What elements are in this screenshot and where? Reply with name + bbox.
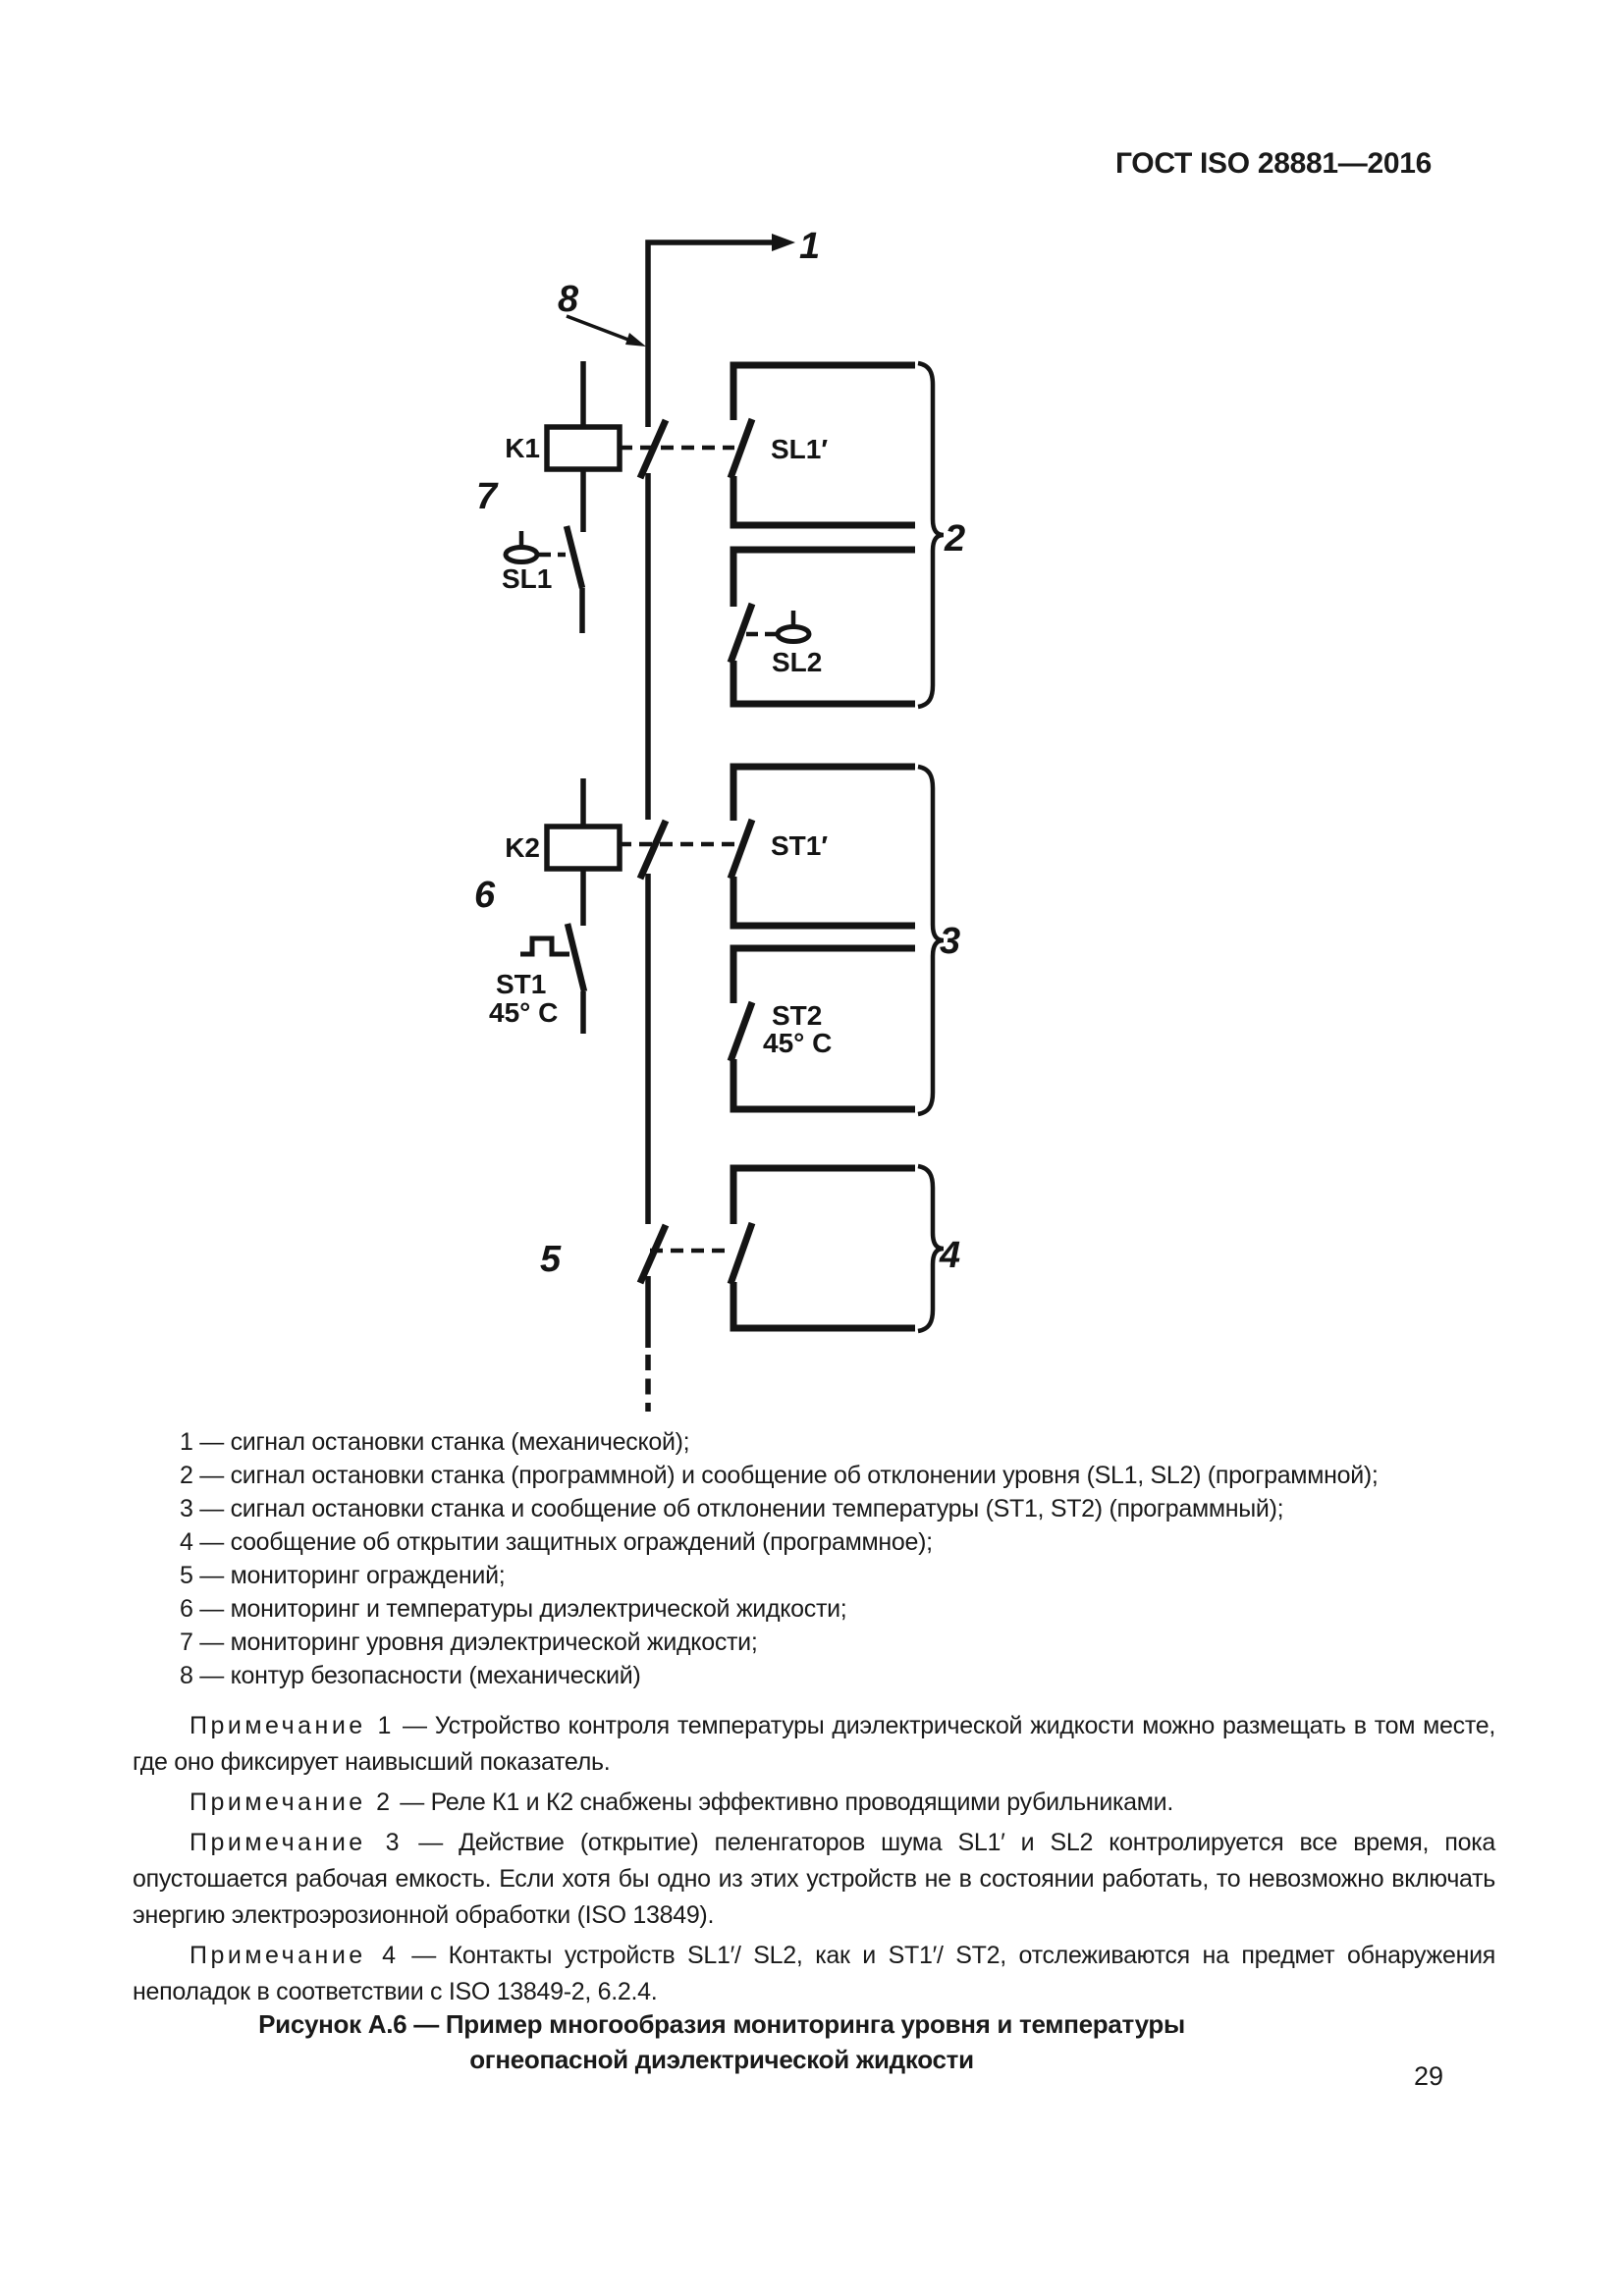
callout-5: 5	[540, 1239, 562, 1280]
note-1-text: — Устройство контроля температуры диэлек…	[133, 1712, 1495, 1776]
st1p-box-top	[730, 763, 915, 821]
sl1-float-icon	[503, 545, 540, 564]
note-2-label: Примечание 2	[189, 1789, 394, 1816]
legend-item-5: 5 — мониторинг ограждений;	[180, 1562, 506, 1589]
figure-caption-line1: Рисунок А.6 — Пример многообразия монито…	[258, 2009, 1185, 2039]
legend-item-8: 8 — контур безопасности (механический)	[180, 1662, 641, 1689]
k2-contact-icon	[636, 819, 670, 881]
legend-item-3: 3 — сигнал остановки станка и сообщение …	[180, 1495, 1284, 1522]
brace-3-icon	[917, 764, 945, 1117]
legend-item-6: 6 — мониторинг и температуры диэлектриче…	[180, 1595, 847, 1623]
guard-contact-icon	[636, 1223, 670, 1285]
relay-k2-label: K2	[505, 832, 540, 863]
legend-item-7: 7 — мониторинг уровня диэлектрической жи…	[180, 1629, 758, 1656]
k1-coil-box	[544, 424, 623, 472]
sl1p-box-bottom	[730, 476, 915, 529]
st1p-contact-icon	[727, 818, 756, 881]
k2-coil-box	[544, 824, 623, 872]
note-1: Примечание 1 — Устройство контроля темпе…	[133, 1708, 1495, 1781]
st2-label: ST2	[772, 1000, 822, 1031]
sl2-contact-icon	[727, 602, 756, 665]
legend-item-4: 4 — сообщение об открытии защитных ограж…	[180, 1528, 933, 1556]
st1p-box-bottom	[730, 877, 915, 930]
callout-8: 8	[558, 279, 579, 320]
braces	[917, 360, 945, 1334]
sl1-contact-label: SL1′	[771, 434, 828, 464]
brace-2-icon	[917, 360, 945, 710]
callout-2: 2	[944, 518, 965, 560]
note-4-label: Примечание 4	[189, 1942, 400, 1969]
figure-caption: Рисунок А.6 — Пример многообразия монито…	[133, 2006, 1311, 2077]
legend-item-1: 1 — сигнал остановки станка (механическо…	[180, 1428, 690, 1456]
brace-4-icon	[917, 1163, 945, 1334]
st2-contact-icon	[727, 1000, 756, 1063]
legend-item-2: 2 — сигнал остановки станка (программной…	[180, 1462, 1379, 1489]
st1-contact-label: ST1′	[771, 830, 828, 861]
figure-caption-line2: огнеопасной диэлектрической жидкости	[469, 2045, 974, 2074]
arrowhead-icon	[625, 333, 646, 347]
st1-temp-label: 45° C	[489, 997, 558, 1028]
note-3-label: Примечание 3	[189, 1829, 404, 1856]
sl2-label: SL2	[772, 647, 822, 677]
callout-6: 6	[474, 875, 496, 916]
note-3: Примечание 3 — Действие (открытие) пелен…	[133, 1825, 1495, 1934]
sl1p-box-top	[730, 361, 915, 420]
note-2: Примечание 2 — Реле К1 и К2 снабжены эфф…	[133, 1785, 1495, 1821]
sl2-box-bottom	[730, 661, 915, 708]
safety-circuit-line	[636, 234, 795, 1412]
st2-temp-label: 45° C	[763, 1028, 832, 1058]
arrow-right-icon	[772, 234, 795, 251]
sl2-box-top	[730, 546, 915, 607]
note-3-text: — Действие (открытие) пеленгаторов шума …	[133, 1829, 1495, 1929]
sl2-float-icon	[775, 624, 812, 644]
circuit-diagram: K1 K2 SL1 SL1′ SL2 ST1 45° C ST1′ ST2 45…	[474, 226, 965, 1412]
note-4-text: — Контакты устройств SL1′/ SL2, как и ST…	[133, 1942, 1495, 2005]
figure-legend: 1 — сигнал остановки станка (механическо…	[180, 1425, 1379, 1692]
mechanical-links	[619, 445, 734, 1254]
st2-box-top	[730, 944, 915, 1003]
note-4: Примечание 4 — Контакты устройств SL1′/ …	[133, 1938, 1495, 2010]
callout-8-leader	[566, 314, 646, 347]
note-1-label: Примечание 1	[189, 1712, 395, 1739]
leader-line	[566, 314, 634, 344]
sl1p-contact-icon	[727, 417, 756, 480]
sl1-contact-icon	[563, 525, 586, 589]
guard-box-bottom	[730, 1282, 915, 1332]
relay-k1-label: K1	[505, 433, 540, 463]
page-title: ГОСТ ISO 28881—2016	[1114, 147, 1432, 180]
note-2-text: — Реле К1 и К2 снабжены эффективно прово…	[400, 1789, 1173, 1816]
page-number: 29	[1414, 2061, 1444, 2091]
callout-7: 7	[476, 476, 499, 517]
callout-3: 3	[940, 921, 960, 962]
callout-1: 1	[799, 226, 820, 267]
st1-contact-icon	[564, 923, 588, 992]
st1-thermostat-icon	[520, 935, 569, 957]
st1-label: ST1	[496, 969, 546, 999]
output-boxes	[727, 361, 915, 1332]
guard-box-contact-icon	[727, 1221, 756, 1286]
callout-4: 4	[939, 1235, 960, 1276]
sl1-label: SL1	[502, 563, 552, 594]
notes-block: Примечание 1 — Устройство контроля темпе…	[133, 1708, 1495, 2014]
relay-k2-branch	[520, 778, 623, 1034]
guard-box-top	[730, 1164, 915, 1224]
stop-signal-arrow-line	[645, 240, 776, 427]
st2-box-bottom	[730, 1059, 915, 1113]
